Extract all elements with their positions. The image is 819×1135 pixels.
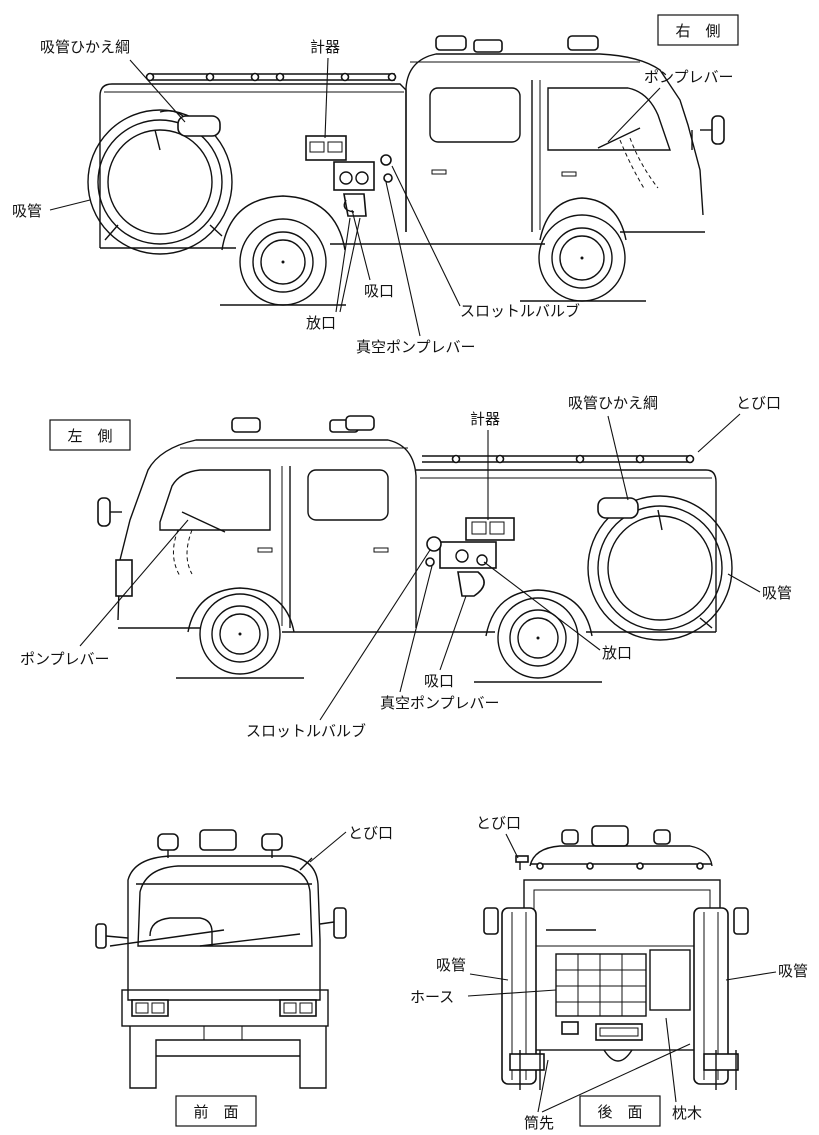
rear-view: とび口 吸管 吸管 ホース 筒先 枕木 後 面 — [410, 814, 808, 1132]
right-gauge-label: 計器 — [310, 38, 340, 56]
left-vacuum-lever-label: 真空ポンプレバー — [380, 694, 500, 712]
front-view: とび口 前 面 — [95, 824, 393, 1127]
right-throttle-leader — [391, 165, 461, 307]
left-hose-rope-label: 吸管ひかえ綱 — [568, 394, 658, 412]
rear-nozzle-label: 筒先 — [524, 1114, 554, 1131]
rear-suction-hose-left-label: 吸管 — [436, 956, 466, 974]
left-suction-hose-label: 吸管 — [762, 584, 792, 602]
left-pump-lever-leader — [79, 519, 189, 647]
front-fire-hook-leader — [309, 831, 347, 863]
front-fire-hook-label: とび口 — [348, 824, 393, 842]
right-side-view: 右 側 吸管ひかえ綱 計器 ポンプレバー 吸管 吸口 スロットルバルブ 放口 真… — [12, 14, 739, 356]
left-throttle-leader — [319, 549, 431, 721]
right-hose-rope-label: 吸管ひかえ綱 — [40, 38, 130, 56]
right-hose-rope-leader — [129, 59, 186, 123]
left-fire-hook-leader — [697, 413, 741, 453]
right-side-title-box — [657, 14, 739, 46]
right-throttle-label: スロットルバルブ — [460, 302, 580, 320]
left-side-truck-drawing — [97, 415, 733, 683]
right-inlet-label: 吸口 — [364, 282, 394, 300]
rear-hose-label: ホース — [410, 988, 454, 1006]
left-hose-rope-leader — [607, 415, 629, 501]
rear-fire-hook-label: とび口 — [476, 814, 521, 832]
rear-suction-hose-right-leader — [725, 971, 777, 981]
right-outlet-label: 放口 — [306, 314, 336, 332]
rear-nozzle-leader-b — [541, 1043, 691, 1113]
rear-hose-leader — [467, 989, 557, 997]
rear-suction-hose-right-label: 吸管 — [778, 962, 808, 980]
right-outlet-leader-a — [335, 217, 351, 313]
left-inlet-leader — [439, 595, 467, 671]
rear-truck-drawing — [483, 825, 749, 1090]
rear-fire-hook-leader — [505, 833, 519, 859]
left-side-title-box — [49, 419, 131, 451]
left-throttle-label: スロットルバルブ — [246, 722, 366, 740]
left-fire-hook-label: とび口 — [736, 394, 781, 412]
right-outlet-leader-b — [339, 217, 361, 313]
left-inlet-label: 吸口 — [424, 672, 454, 690]
rear-suction-hose-left-leader — [469, 973, 509, 981]
left-pump-lever-label: ポンプレバー — [20, 650, 110, 668]
right-suction-hose-label: 吸管 — [12, 202, 42, 220]
rear-title: 後 面 — [597, 1103, 642, 1121]
left-vacuum-lever-leader — [399, 565, 433, 693]
right-vacuum-lever-label: 真空ポンプレバー — [356, 338, 476, 356]
rear-chock-label: 枕木 — [672, 1104, 702, 1122]
right-pump-lever-label: ポンプレバー — [644, 68, 734, 86]
right-side-truck-drawing — [87, 35, 725, 306]
left-suction-hose-leader — [727, 573, 761, 593]
right-gauge-leader — [324, 57, 329, 139]
left-side-view: 左 側 計器 吸管ひかえ綱 とび口 吸管 ポンプレバー 放口 吸口 真空ポンプレ… — [20, 394, 792, 740]
left-side-title: 左 側 — [67, 427, 112, 445]
left-outlet-leader — [483, 561, 601, 651]
rear-title-box — [579, 1095, 661, 1127]
right-suction-hose-leader — [49, 199, 91, 211]
right-inlet-leader — [351, 209, 371, 281]
left-outlet-label: 放口 — [602, 644, 632, 662]
front-title-box — [175, 1095, 257, 1127]
right-side-title: 右 側 — [675, 22, 720, 40]
right-vacuum-lever-leader — [385, 181, 421, 337]
right-pump-lever-leader — [607, 87, 661, 143]
left-gauge-label: 計器 — [470, 410, 500, 428]
rear-nozzle-leader-a — [537, 1059, 549, 1113]
front-title: 前 面 — [193, 1103, 238, 1121]
rear-chock-leader — [665, 1017, 677, 1103]
front-truck-drawing — [95, 829, 347, 1089]
